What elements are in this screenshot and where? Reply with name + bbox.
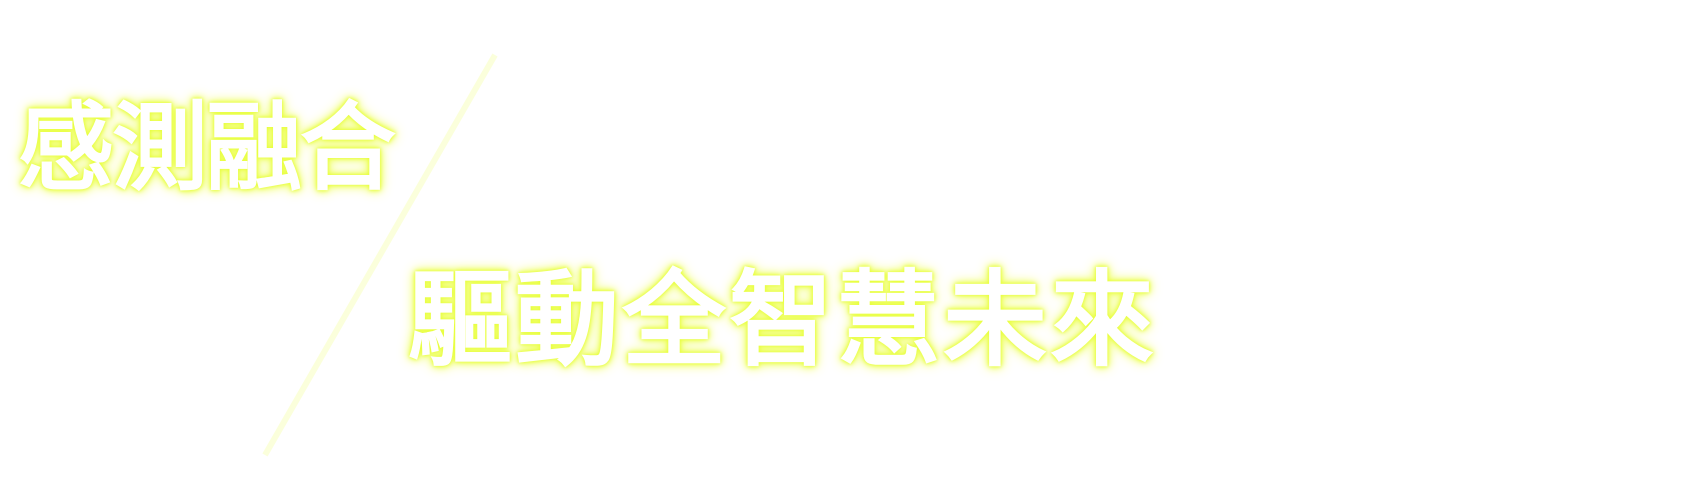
headline-line-2: 驅動全智慧未來 [408,259,1158,381]
headline-line-1: 感測融合 [18,92,396,204]
